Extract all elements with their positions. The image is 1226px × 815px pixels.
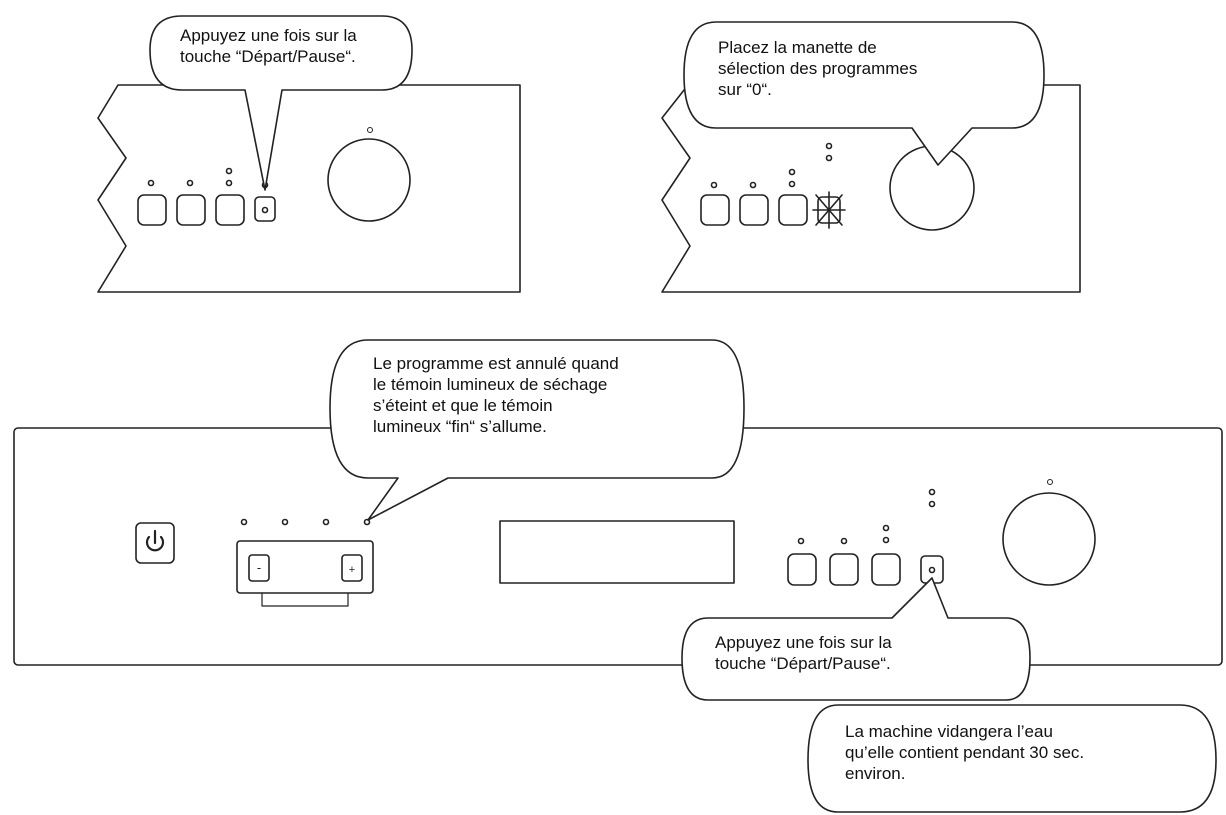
callout-line: La machine vidangera l’eau	[845, 722, 1053, 741]
indicator-led	[749, 181, 757, 189]
minus-plus-group	[236, 540, 374, 607]
indicator-led	[281, 518, 289, 526]
callout-top-left-text: Appuyez une fois sur la touche “Départ/P…	[180, 25, 357, 67]
indicator-led	[186, 179, 194, 187]
option-button-3[interactable]	[871, 553, 901, 586]
indicator-led	[147, 179, 155, 187]
indicator-led	[928, 488, 936, 496]
program-dial[interactable]	[327, 138, 411, 222]
minus-key-label: -	[257, 560, 261, 575]
option-button-3[interactable]	[215, 194, 245, 226]
indicator-led	[928, 500, 936, 508]
callout-line: qu’elle contient pendant 30 sec.	[845, 743, 1085, 762]
callout-line: Appuyez une fois sur la	[180, 26, 357, 45]
callout-line: s’éteint et que le témoin	[373, 396, 553, 415]
indicator-led	[710, 181, 718, 189]
start-pause-led	[261, 206, 269, 214]
indicator-led	[797, 537, 805, 545]
top-left-callout-bubble	[149, 15, 413, 191]
indicator-led	[882, 524, 890, 532]
top-right-callout-bubble	[683, 21, 1045, 166]
callout-bottom-right-text: Appuyez une fois sur la touche “Départ/P…	[715, 632, 892, 674]
indicator-led	[240, 518, 248, 526]
callout-line: touche “Départ/Pause“.	[180, 47, 356, 66]
top-left-button-row	[137, 167, 276, 226]
callout-line: sur “0“.	[718, 80, 772, 99]
indicator-led	[225, 167, 233, 175]
program-dial[interactable]	[1002, 492, 1096, 586]
callout-bottom-middle-text: Le programme est annulé quand le témoin …	[373, 353, 619, 437]
dial-zero-mark	[1047, 479, 1053, 485]
option-button-2[interactable]	[739, 194, 769, 226]
program-dial[interactable]	[889, 145, 975, 231]
indicator-led	[825, 142, 833, 150]
callout-line: touche “Départ/Pause“.	[715, 654, 891, 673]
indicator-led	[840, 537, 848, 545]
indicator-led	[322, 518, 330, 526]
callout-bottom-drain-text: La machine vidangera l’eau qu’elle conti…	[845, 721, 1084, 784]
control-panel	[13, 427, 1223, 666]
dial-zero-label: 0	[0, 0, 1, 1]
callout-line: le témoin lumineux de séchage	[373, 375, 608, 394]
top-left-panel	[97, 84, 521, 293]
top-right-button-row	[700, 142, 846, 229]
callout-top-right-text: Placez la manette de sélection des progr…	[718, 37, 917, 100]
indicator-led	[788, 168, 796, 176]
minus-button[interactable]	[248, 554, 270, 582]
option-button-3[interactable]	[778, 194, 808, 226]
option-button-1[interactable]	[787, 553, 817, 586]
dial-zero-mark	[367, 127, 373, 133]
callout-line: environ.	[845, 764, 906, 783]
callout-line: Appuyez une fois sur la	[715, 633, 892, 652]
cross-icon	[812, 191, 846, 229]
indicator-led	[363, 518, 371, 526]
callout-line: lumineux “fin“ s’allume.	[373, 417, 547, 436]
option-button-2[interactable]	[829, 553, 859, 586]
plus-key-label: +	[349, 564, 355, 576]
start-pause-button[interactable]	[254, 196, 276, 222]
bottom-drain-callout-bubble	[807, 704, 1217, 813]
bottom-middle-callout-bubble	[329, 339, 745, 521]
power-icon	[145, 535, 165, 552]
plus-button[interactable]	[341, 554, 363, 582]
option-button-1[interactable]	[700, 194, 730, 226]
start-pause-led	[928, 566, 936, 574]
indicator-led	[825, 154, 833, 162]
indicator-led	[225, 179, 233, 187]
callout-line: Placez la manette de	[718, 38, 877, 57]
bottom-right-callout-bubble	[681, 577, 1031, 701]
indicator-led	[882, 536, 890, 544]
option-button-1[interactable]	[137, 194, 167, 226]
power-button[interactable]	[135, 522, 175, 564]
top-left-panel-outline	[97, 84, 521, 293]
display-window	[499, 520, 735, 584]
callout-line: sélection des programmes	[718, 59, 918, 78]
indicator-led	[788, 180, 796, 188]
top-right-panel-outline	[661, 84, 1081, 293]
callout-line: Le programme est annulé quand	[373, 354, 619, 373]
option-button-2[interactable]	[176, 194, 206, 226]
